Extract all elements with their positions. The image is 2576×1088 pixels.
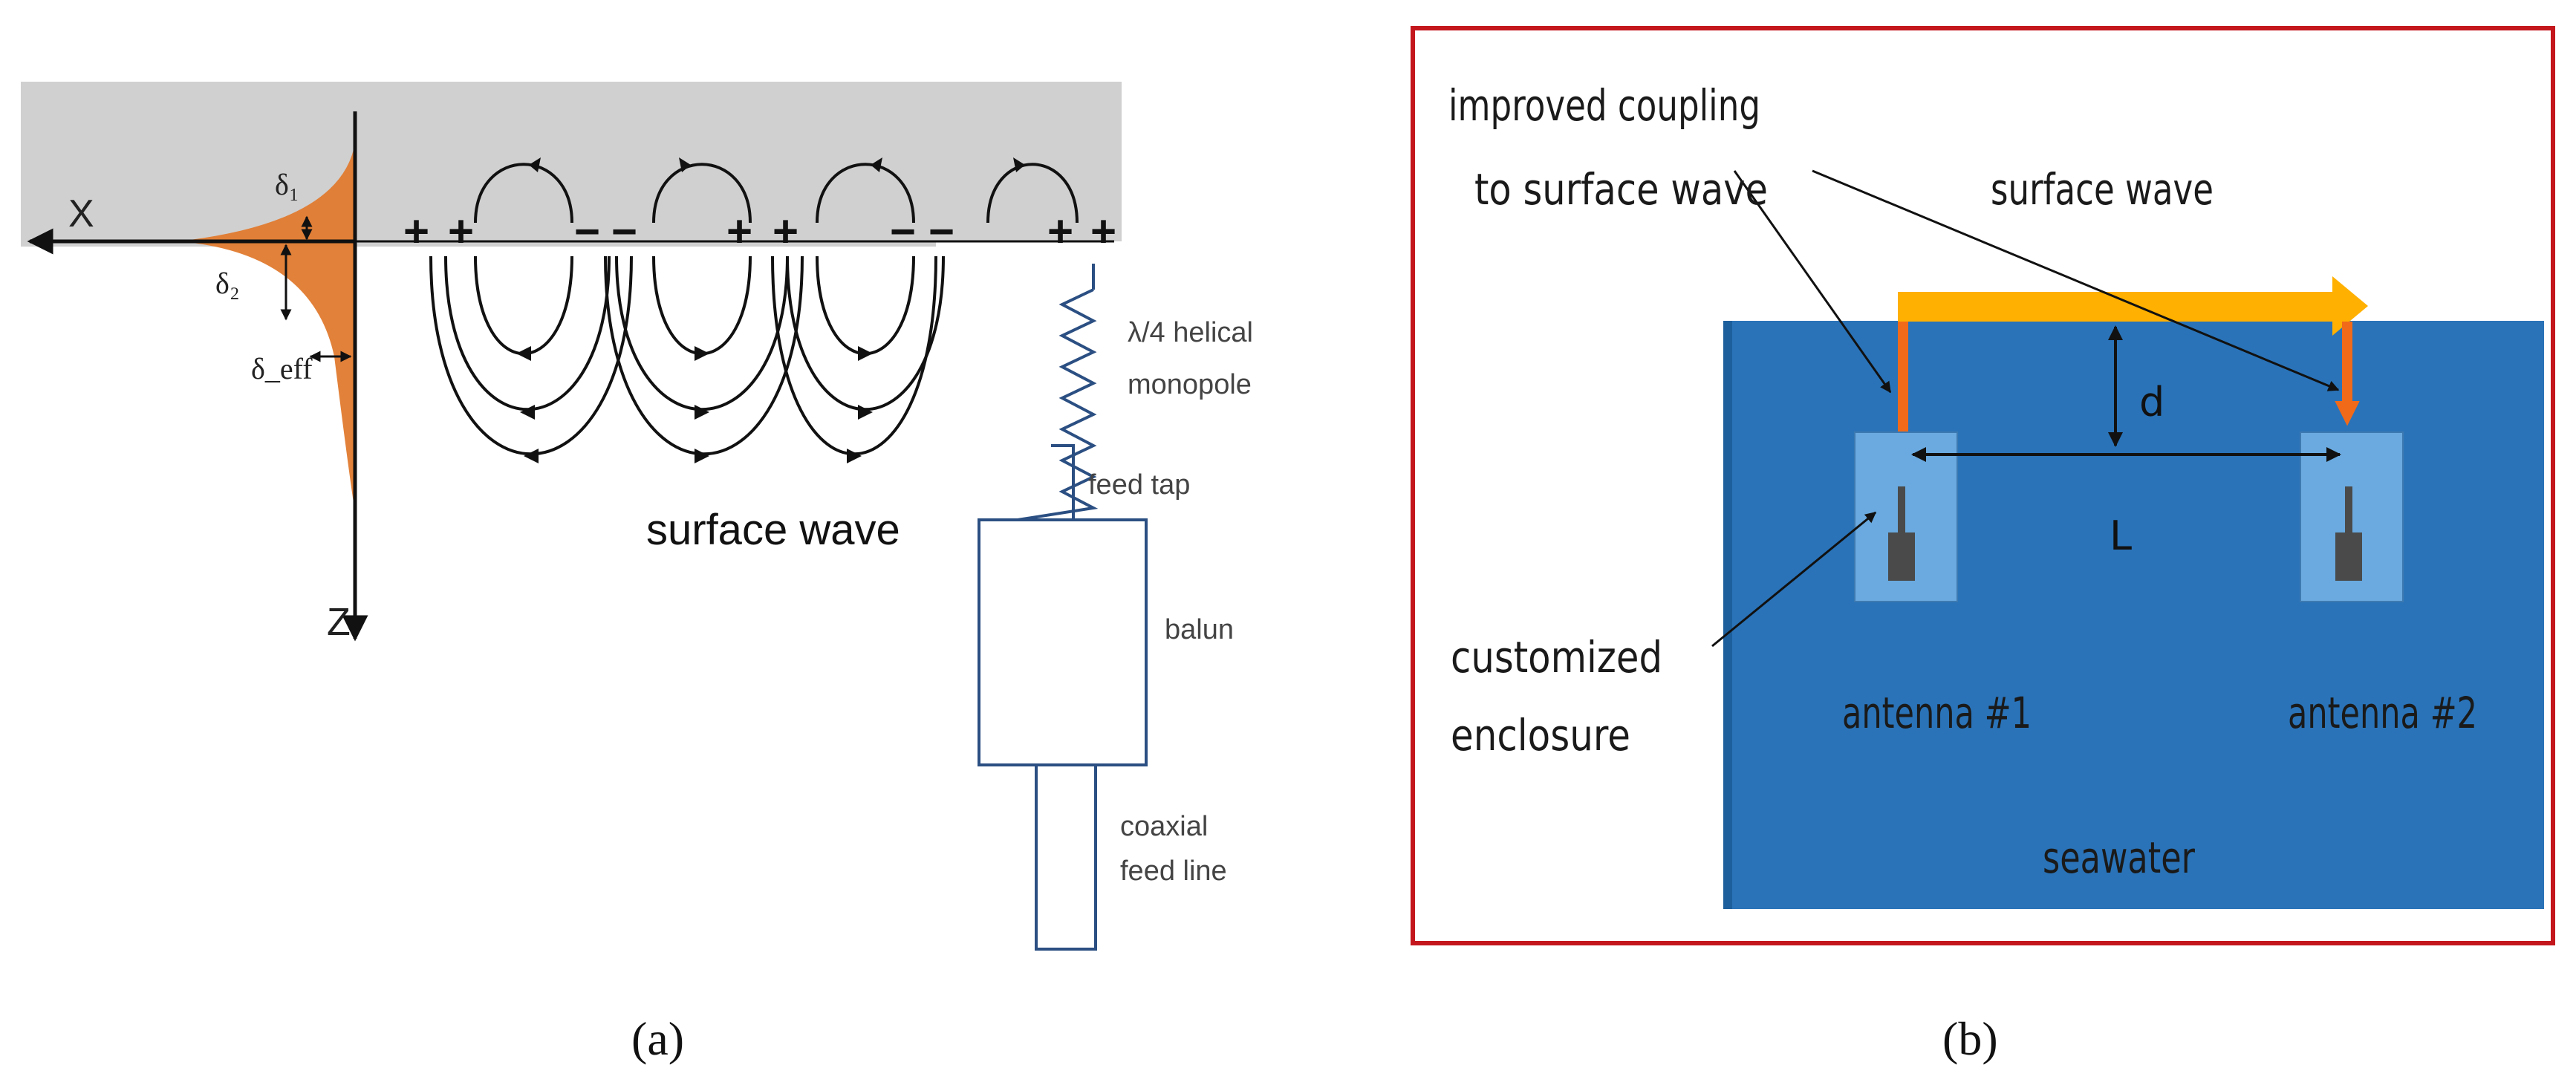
antenna-labels: λ/4 helical monopole feed tap balun coax… [1088,317,1253,887]
antenna-2-label: antenna #2 [2288,688,2477,738]
antenna-1-element [1898,486,1905,532]
coupling-lead-1 [1898,322,1908,433]
antenna-2-element [2345,486,2352,532]
loop-arrowhead [695,405,709,420]
white-lower-area [936,241,1129,256]
charge-plus: + [773,206,799,256]
charge-minus: − [574,206,600,256]
charge-plus: + [726,206,752,256]
antenna-1-body [1888,532,1915,581]
antenna-1-label: antenna #1 [1842,688,2032,738]
coax-feed-line [1035,763,1097,951]
coax-label-line2: feed line [1120,856,1227,887]
loop-arrowhead [679,157,691,172]
enclosure-label-line1: customized [1451,632,1662,683]
charge-plus: + [403,206,429,256]
helical-label-line1: λ/4 helical [1128,317,1253,348]
panel-b-labels: improved coupling to surface wave surfac… [1448,80,2477,883]
helical-antenna-diagram [978,264,1148,951]
loop-arrowhead [529,157,541,172]
feed-tap-wire [1051,444,1075,520]
enclosure-label-line2: enclosure [1451,710,1630,760]
loop-arrowhead [858,346,873,361]
lower-field-loop [615,255,789,411]
charge-row: + + − − + + − − + + [403,206,1116,256]
panel-a: X Z δ₁ δ₂ δ_eff + + − − + + − − + + [21,82,1253,1065]
lower-field-loop [786,255,945,411]
seawater-label: seawater [2043,833,2195,883]
coupling-callout-2 [1812,169,2340,391]
upper-loop-arrowheads [529,157,1025,172]
loop-arrowhead [524,449,539,463]
charge-plus: + [1047,206,1073,256]
seawater-region [1731,321,2544,909]
surface-wave-bar [1898,292,2336,322]
upper-field-loop [652,163,752,224]
lower-field-loop [652,255,752,356]
l-label: L [2110,512,2132,559]
loop-arrowhead [695,449,709,463]
enclosure-callout [1711,511,1877,648]
lower-field-loop [444,255,611,411]
delta2-label: δ₂ [215,267,240,300]
panel-a-surface-wave-label: surface wave [646,506,900,554]
helical-label-line2: monopole [1128,369,1252,400]
seawater-edge [1723,321,1732,909]
lower-loop-arrowheads [516,346,873,463]
delta1-label: δ₁ [275,168,299,201]
charge-minus: − [890,206,916,256]
loop-arrowhead [858,405,873,420]
loop-arrowhead [520,405,535,420]
x-axis-label: X [68,192,94,235]
charge-minus: − [928,206,954,256]
coupling-label-line1: improved coupling [1448,80,1760,131]
panel-b-caption: (b) [1942,1012,1998,1065]
charge-plus: + [1090,206,1116,256]
helix-coil [1017,288,1099,521]
coupling-label-line2: to surface wave [1474,164,1768,215]
upper-field-loop [474,163,573,224]
feed-tap-label: feed tap [1088,469,1190,501]
z-axis-label: Z [327,601,351,644]
loop-arrowhead [695,346,709,361]
loop-arrowhead [516,346,531,361]
panel-b: d L improved coupling to surface wave su… [1411,26,2555,1065]
delta-eff-label: δ_eff [251,352,313,385]
upper-field-loop [986,163,1079,224]
panel-a-caption: (a) [631,1012,684,1065]
surface-wave-arrowhead [2332,276,2368,336]
balun-box [978,518,1148,766]
lower-field-loop [474,255,573,356]
upper-field-loop [816,163,915,224]
balun-label: balun [1165,614,1234,645]
d-label: d [2139,379,2164,426]
antenna-2-body [2335,532,2362,581]
loop-arrowhead [847,449,862,463]
upper-field-loops [474,163,1079,224]
loop-arrowhead [871,157,882,172]
loop-arrowhead [1013,157,1025,172]
charge-plus: + [448,206,474,256]
coupling-callout-1 [1733,170,1892,394]
panel-b-surface-wave-label: surface wave [1991,164,2214,215]
lower-field-loop [816,255,915,356]
charge-minus: − [611,206,637,256]
coax-label-line1: coaxial [1120,811,1208,842]
